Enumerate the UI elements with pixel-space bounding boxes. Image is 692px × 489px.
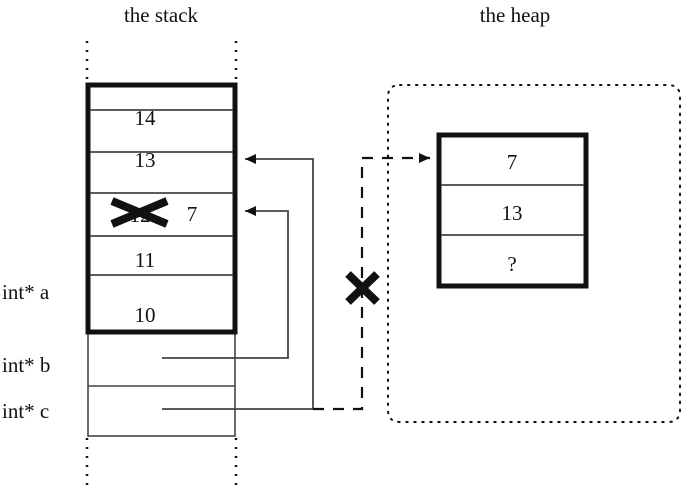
heap-region-outline — [387, 84, 681, 423]
pointer-a-arrow — [162, 154, 314, 410]
pointer-b-arrow — [162, 206, 289, 359]
stack-cell-13-value: 13 — [135, 148, 156, 172]
heap-cell-13-value: 13 — [502, 201, 523, 225]
heap-block-frame — [436, 132, 589, 289]
heap-cell-unknown-value: ? — [507, 252, 516, 276]
stack-variable-frame — [87, 331, 236, 437]
stack-cell-10-value: 10 — [135, 303, 156, 327]
var-a-label: int* a — [2, 280, 50, 304]
stack-title: the stack — [124, 3, 199, 27]
stack-cell-14-value: 14 — [135, 106, 157, 130]
stack-cell-7-value: 7 — [187, 202, 198, 226]
var-b-label: int* b — [2, 353, 50, 377]
var-c-label: int* c — [2, 399, 49, 423]
stack-cell-11-value: 11 — [135, 248, 155, 272]
strikethrough-x-icon — [110, 197, 169, 228]
heap-title: the heap — [480, 3, 551, 27]
heap-cell-7-value: 7 — [507, 150, 518, 174]
pointer-c-dangling-arrow — [313, 153, 430, 411]
stack-array-frame — [85, 82, 238, 335]
broken-pointer-x-icon — [345, 271, 380, 305]
